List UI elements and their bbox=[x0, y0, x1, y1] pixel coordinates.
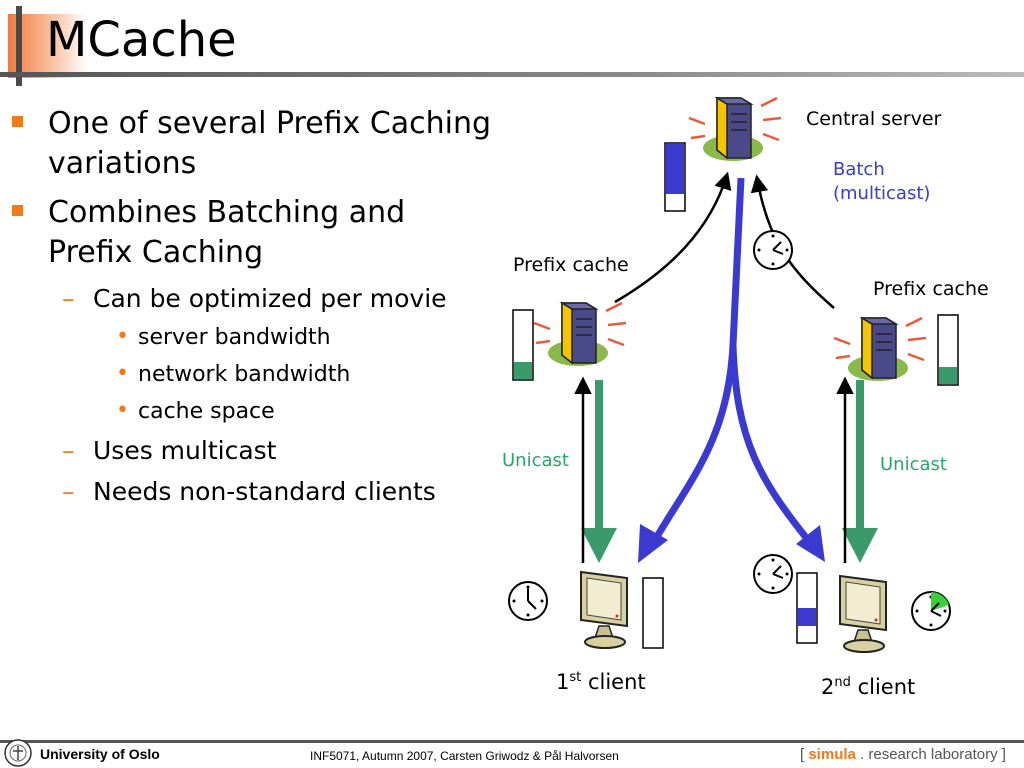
sub-bullet-item: – Uses multicast bbox=[62, 435, 277, 467]
unicast-right-arrowhead bbox=[842, 528, 878, 563]
prefix-left-buffer-fill bbox=[514, 362, 532, 379]
bullet-text: variations bbox=[48, 146, 197, 181]
bullet-item-continuation: variations bbox=[48, 144, 196, 184]
bullet-text: Prefix Caching bbox=[48, 235, 264, 270]
client2-buffer-fill bbox=[798, 608, 816, 626]
client1-buffer-bar bbox=[642, 577, 664, 649]
batch-label: Batch bbox=[833, 159, 885, 180]
sub-sub-bullet-text: network bandwidth bbox=[138, 362, 351, 387]
slide-title: MCache bbox=[46, 12, 237, 68]
batch-arrowhead-left bbox=[638, 524, 668, 563]
prefix-cache-left-label: Prefix cache bbox=[513, 254, 629, 276]
bullet-item: One of several Prefix Caching bbox=[12, 104, 492, 144]
central-server-label: Central server bbox=[806, 108, 942, 130]
unicast-left-line bbox=[595, 380, 603, 528]
dash-icon: – bbox=[62, 436, 75, 465]
bullet-text: Combines Batching and bbox=[48, 195, 406, 230]
prefix-cache-right-label: Prefix cache bbox=[873, 278, 989, 300]
sub-sub-bullet-text: server bandwidth bbox=[138, 325, 331, 350]
sub-bullet-text: Uses multicast bbox=[93, 436, 277, 465]
bullet-item: Combines Batching and bbox=[12, 193, 406, 233]
clock-icon bbox=[508, 581, 548, 621]
dot-icon: • bbox=[116, 398, 129, 423]
central-server-icon bbox=[687, 96, 783, 163]
sub-bullet-text: Needs non-standard clients bbox=[93, 477, 436, 506]
dot-icon: • bbox=[116, 324, 129, 349]
central-buffer-fill bbox=[666, 144, 684, 194]
title-bar-decoration bbox=[16, 6, 22, 86]
prefix-cache-left-server-icon bbox=[532, 301, 628, 368]
simula-logo: [ simula . research laboratory ] bbox=[800, 746, 1006, 763]
unicast-right-label: Unicast bbox=[880, 454, 947, 475]
bullet-square-icon bbox=[12, 116, 23, 127]
bullet-text: One of several Prefix Caching bbox=[48, 106, 492, 141]
sub-bullet-item: – Needs non-standard clients bbox=[62, 476, 436, 508]
unicast-left-arrowhead bbox=[581, 528, 617, 563]
client1-label: 1st client bbox=[556, 670, 646, 694]
dash-icon: – bbox=[62, 477, 75, 506]
bullet-square-icon bbox=[12, 205, 23, 216]
sub-sub-bullet-item: • cache space bbox=[116, 397, 275, 427]
bullet-item-continuation: Prefix Caching bbox=[48, 233, 263, 273]
clock-icon bbox=[753, 230, 793, 270]
client2-computer-icon bbox=[839, 575, 887, 653]
prefix-cache-right-server-icon bbox=[832, 316, 928, 383]
university-name: University of Oslo bbox=[40, 746, 160, 762]
client1-computer-icon bbox=[580, 571, 628, 649]
title-underline bbox=[0, 72, 1024, 77]
multicast-label: (multicast) bbox=[833, 183, 931, 204]
sub-sub-bullet-text: cache space bbox=[138, 399, 275, 424]
sub-sub-bullet-item: • server bandwidth bbox=[116, 323, 331, 353]
batch-arrowhead-right bbox=[796, 525, 825, 562]
unicast-left-label: Unicast bbox=[502, 450, 569, 471]
prefix-right-buffer-fill bbox=[939, 367, 957, 384]
sub-bullet-text: Can be optimized per movie bbox=[93, 284, 447, 313]
course-info: INF5071, Autumn 2007, Carsten Griwodz & … bbox=[310, 749, 619, 763]
client2-label: 2nd client bbox=[821, 675, 916, 699]
left-cache-to-server-arrow bbox=[614, 171, 732, 304]
unicast-right-line bbox=[856, 380, 864, 528]
dot-icon: • bbox=[116, 361, 129, 386]
dash-icon: – bbox=[62, 284, 75, 313]
footer-divider bbox=[0, 740, 1024, 743]
university-seal-icon bbox=[4, 739, 32, 767]
batch-multicast-line-right bbox=[729, 344, 811, 543]
sub-sub-bullet-item: • network bandwidth bbox=[116, 360, 351, 390]
clock-icon bbox=[911, 591, 951, 631]
clock-icon bbox=[753, 554, 793, 594]
sub-bullet-item: – Can be optimized per movie bbox=[62, 283, 447, 315]
